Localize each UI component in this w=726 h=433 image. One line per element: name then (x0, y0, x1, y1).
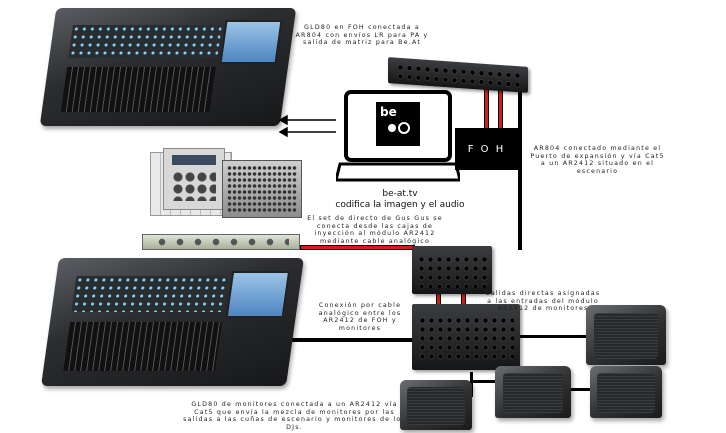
console-touchscreen (219, 19, 283, 64)
speaker-cable-1 (518, 335, 588, 338)
red-cable-ar804-to-foh-1 (484, 86, 489, 130)
note-ar804: AR804 conectado mediante el Puerto de ex… (530, 145, 665, 175)
cat5-cable-ar804-to-stage (518, 86, 522, 250)
foh-box: F O H (455, 128, 518, 170)
red-cable-ar804-to-foh-2 (498, 86, 503, 130)
foh-gld80-console (39, 8, 297, 126)
stage-monitor-3 (495, 366, 571, 418)
analog-mixer (222, 160, 302, 218)
speaker-cable-4 (568, 388, 593, 391)
drum-machine (163, 148, 225, 210)
foh-label: F O H (467, 143, 506, 155)
stage-monitor-1 (586, 305, 666, 365)
be-logo: be (380, 105, 397, 119)
note-monitor-console: GLD80 de monitores conectada a un AR2412… (183, 401, 406, 431)
stage-monitor-4 (590, 366, 662, 418)
red-cable-di-to-ar2412 (300, 245, 415, 250)
laptop-caption: be-at.tv codifica la imagen y el audio (330, 189, 470, 211)
note-analog-link: Conexión por cable analógico entre los A… (318, 302, 402, 332)
console-touchscreen (225, 270, 290, 319)
caption-title: be-at.tv (382, 189, 418, 199)
note-foh-console: GLD80 en FOH conectada a AR804 con envío… (295, 24, 429, 46)
monitor-gld80-console (41, 258, 304, 386)
ar2412-monitors (412, 304, 520, 370)
ar804-rack (388, 57, 528, 93)
di-box-rack (142, 234, 300, 250)
stage-monitor-2 (400, 380, 472, 430)
output-arrows (278, 114, 338, 144)
note-live-set: El set de directo de Gus Gus se conecta … (307, 215, 443, 245)
cat5-cable-monitor-console (290, 338, 412, 342)
laptop: be (334, 90, 462, 186)
caption-subtitle: codifica la imagen y el audio (335, 200, 465, 210)
note-direct-outs: Salidas directas asignadas a las entrada… (485, 290, 601, 312)
ar2412-foh (412, 246, 492, 294)
speaker-cable-3 (470, 380, 500, 383)
